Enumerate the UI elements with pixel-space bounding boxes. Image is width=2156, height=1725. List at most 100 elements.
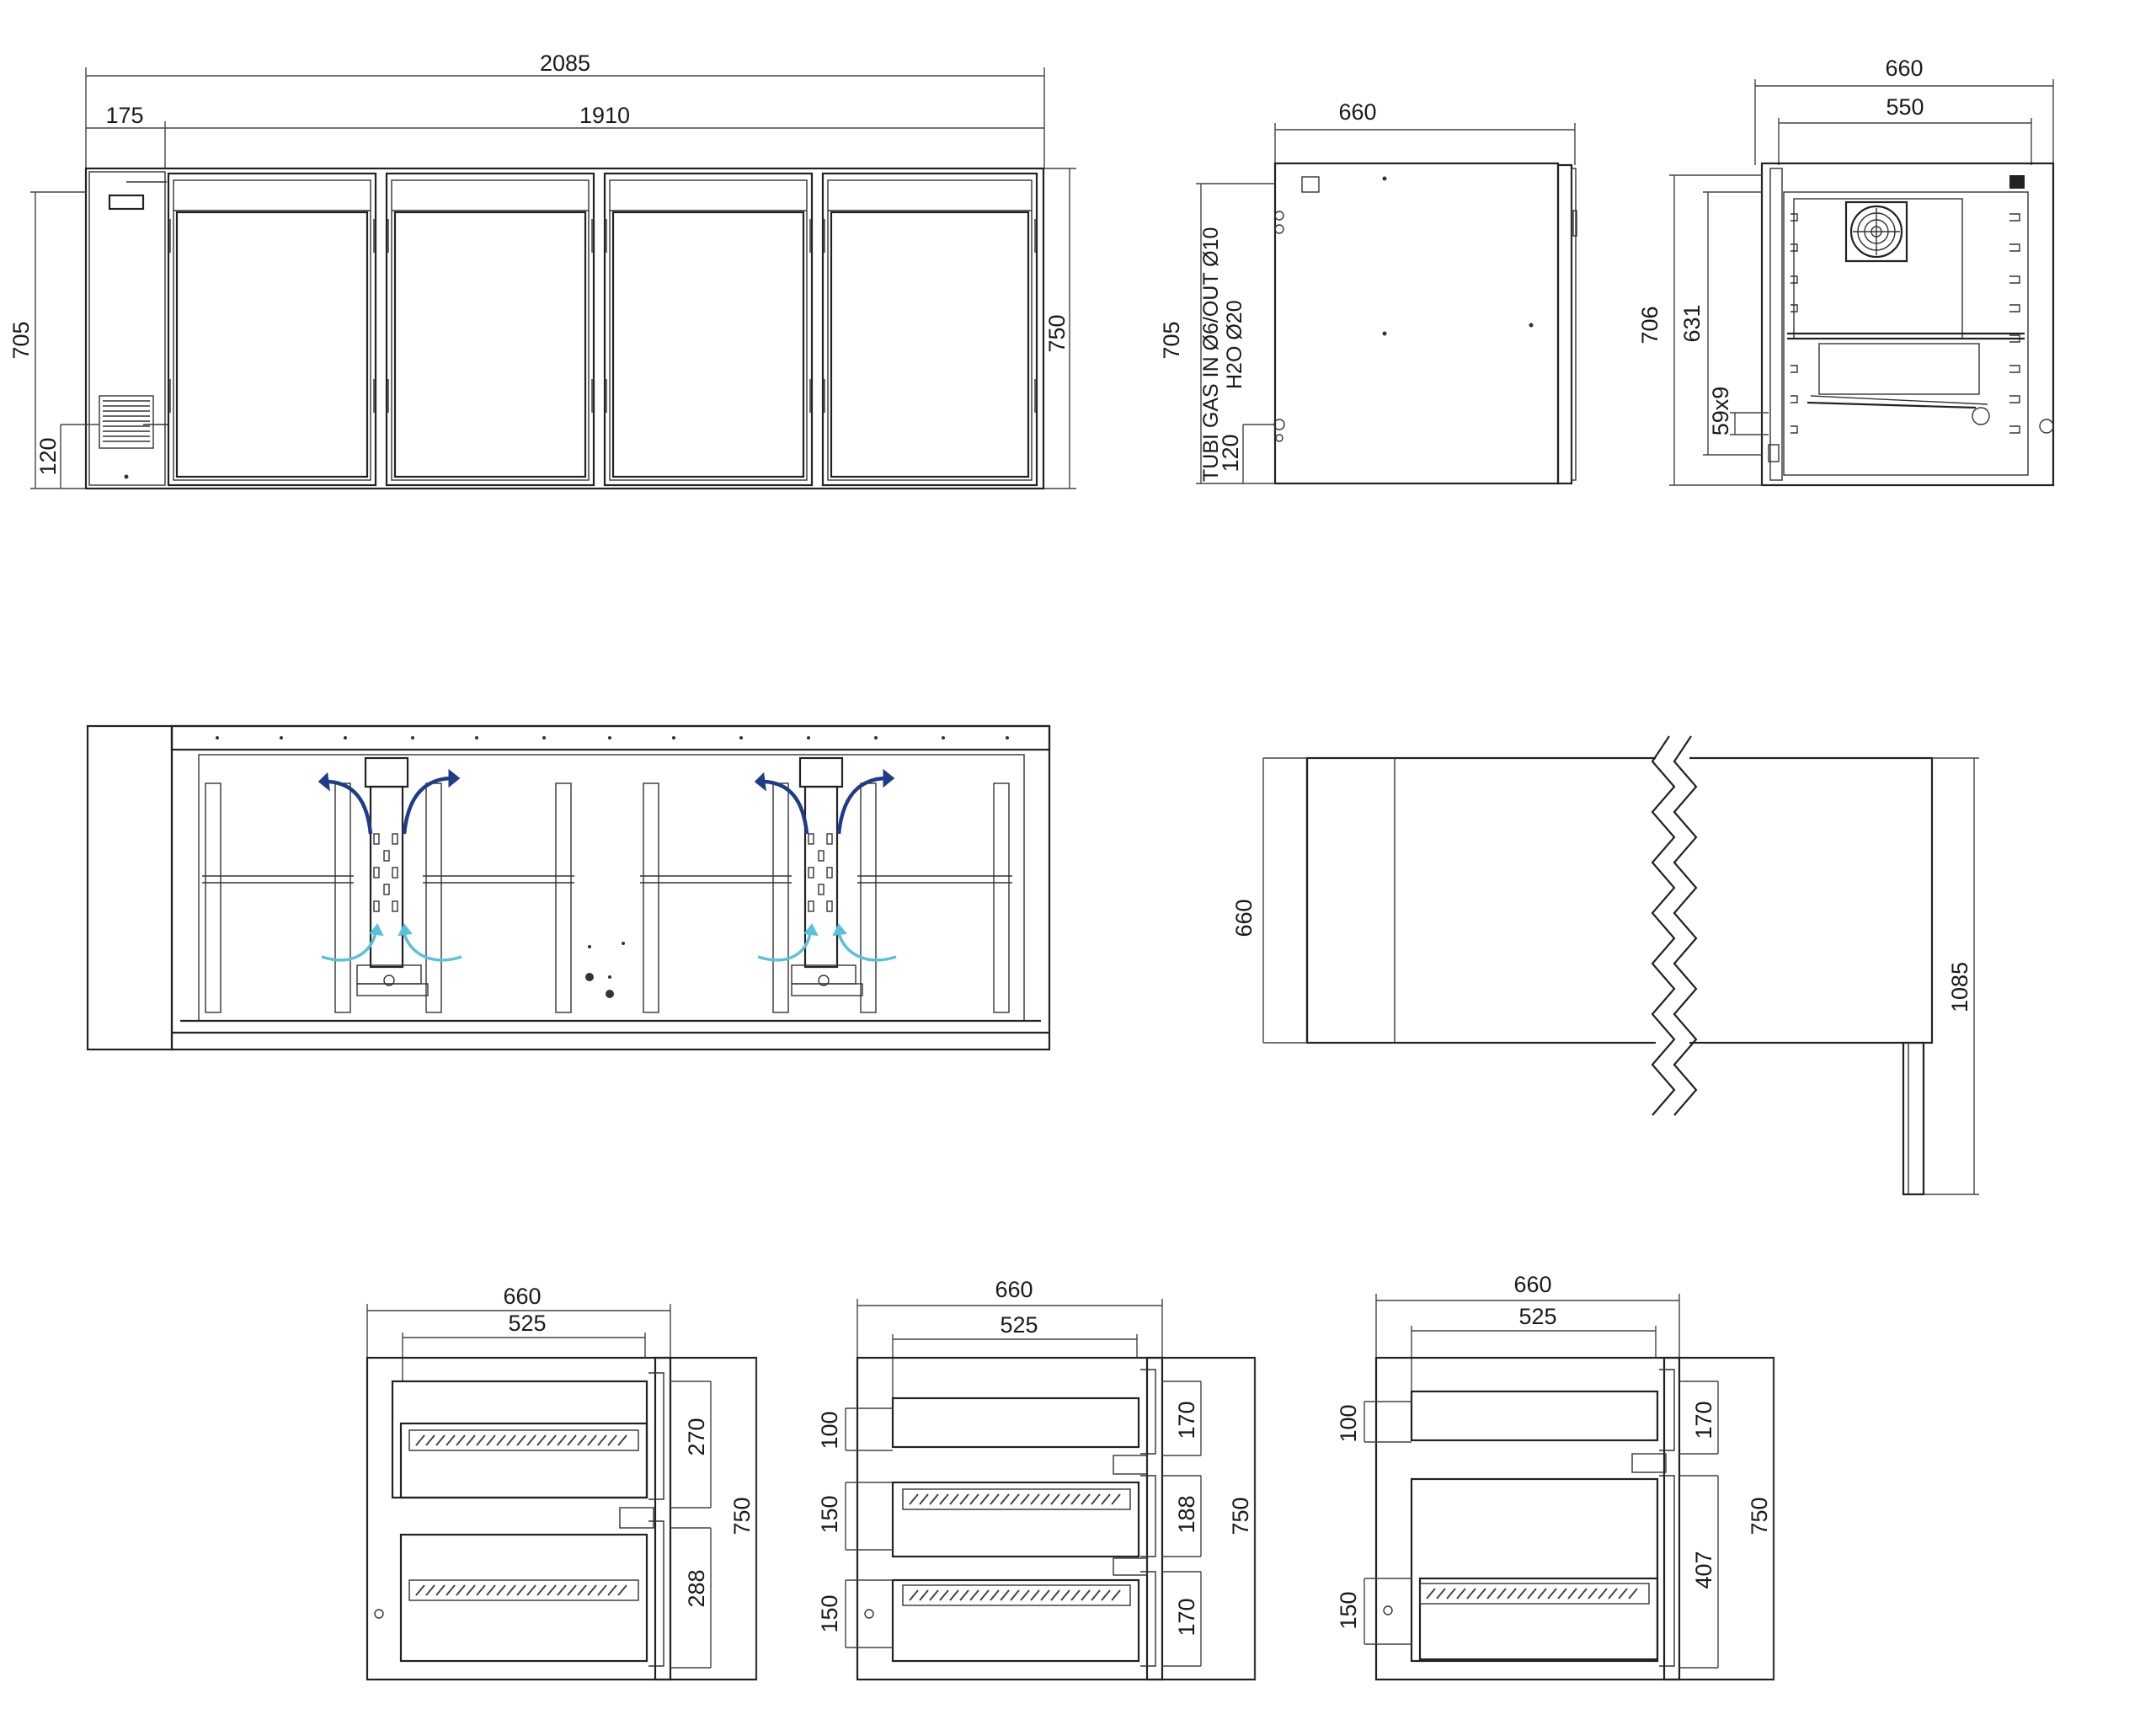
dim-section-depth: 660 xyxy=(1754,56,2054,165)
side-panel xyxy=(1273,162,1560,485)
dim-plan-length-label: 1085 xyxy=(1947,962,1972,1012)
dim-config2-width: 660 xyxy=(857,1277,1163,1358)
dim-section-depth-label: 660 xyxy=(1885,56,1923,81)
dim-conn-height-label: 120 xyxy=(1218,434,1243,472)
drawer-config-2: 660 525 100 xyxy=(817,1277,1257,1681)
config2-drawer-top xyxy=(891,1397,1140,1449)
top-rivets xyxy=(216,736,1009,998)
dim-config2-left-3: 150 xyxy=(817,1579,893,1648)
dim-config3-left-2-label: 150 xyxy=(1336,1591,1361,1629)
dim-config3-side-1-label: 170 xyxy=(1691,1401,1716,1439)
side-door-edge xyxy=(1556,163,1573,485)
evaporator-fan xyxy=(1844,200,1908,263)
dim-vent-height-label: 120 xyxy=(35,437,61,475)
side-label-plate xyxy=(1301,176,1320,193)
dim-compressor-width: 175 xyxy=(86,103,166,168)
dim-config2-side-1-label: 170 xyxy=(1174,1401,1199,1439)
dim-config2-side-2: 188 xyxy=(1162,1475,1202,1557)
dim-side-depth-label: 660 xyxy=(1338,99,1376,125)
dim-total-width-label: 2085 xyxy=(540,51,590,76)
dim-config2-side-3: 170 xyxy=(1162,1571,1202,1667)
dim-rail: 59x9 xyxy=(1708,387,1769,436)
shelf-lower xyxy=(1806,401,1977,409)
dim-height-total-label: 750 xyxy=(1044,314,1070,352)
door-2 xyxy=(385,172,595,487)
dim-plan-length: 1085 xyxy=(1924,757,1979,1195)
door-hinges xyxy=(169,219,1036,413)
dim-side-depth: 660 xyxy=(1274,99,1576,165)
dim-config1-height-label: 750 xyxy=(729,1497,755,1535)
dim-section-height: 706 xyxy=(1637,174,1762,486)
config3-vent-bottom xyxy=(1419,1583,1650,1605)
dim-section-height-label: 706 xyxy=(1637,306,1662,344)
plan-view: 660 1085 xyxy=(1231,735,1979,1196)
dim-config3-height: 750 xyxy=(1747,1358,1774,1680)
dim-plan-depth-label: 660 xyxy=(1231,899,1257,937)
config3-drawer-bottom xyxy=(1410,1477,1659,1663)
config1-vent-top xyxy=(408,1429,639,1451)
dim-config1-width: 660 xyxy=(366,1284,671,1358)
dim-config2-side-1: 170 xyxy=(1162,1381,1202,1456)
side-view: 660 705 120 TUBI GAS IN Ø6/OUT Ø10 H2O Ø… xyxy=(1159,99,1577,485)
top-shelf-rails xyxy=(202,782,1012,1013)
dim-config1-width-label: 660 xyxy=(503,1284,541,1309)
dim-section-inner: 550 xyxy=(1778,94,2032,165)
fan-unit-1 xyxy=(356,756,429,996)
dim-config2-side-3-label: 170 xyxy=(1174,1598,1199,1636)
dim-config2-left-3-label: 150 xyxy=(817,1594,842,1632)
dim-side-height: 705 xyxy=(1159,183,1275,484)
dim-config2-height: 750 xyxy=(1228,1358,1256,1680)
dim-config1-inner: 525 xyxy=(402,1311,646,1381)
section-view: 660 550 xyxy=(1637,56,2055,487)
dim-config1-side-1-label: 270 xyxy=(684,1418,709,1455)
dim-config2-left-1-label: 100 xyxy=(817,1411,842,1449)
config2-drawer-middle xyxy=(891,1481,1140,1558)
dim-height-body: 705 xyxy=(8,191,86,489)
top-interior xyxy=(198,754,1025,1022)
dim-height-body-label: 705 xyxy=(8,321,34,359)
cabinet-body xyxy=(84,167,1045,490)
dim-section-inner-label: 550 xyxy=(1886,94,1924,120)
dim-config3-left-1: 100 xyxy=(1336,1401,1412,1443)
dim-side-height-label: 705 xyxy=(1159,321,1184,359)
dim-doors-width-label: 1910 xyxy=(579,103,630,128)
break-line-left xyxy=(1651,735,1676,1116)
dim-config3-left-2: 150 xyxy=(1336,1578,1412,1645)
thermostat-display xyxy=(108,194,145,211)
dim-config3-width: 660 xyxy=(1375,1272,1680,1358)
control-unit xyxy=(2009,175,2025,189)
dim-config2-inner-label: 525 xyxy=(1000,1312,1038,1338)
section-inner-liner xyxy=(1783,191,2029,476)
note-gas-pipes: TUBI GAS IN Ø6/OUT Ø10 xyxy=(1199,227,1223,482)
drawer-config-1: 660 525 270 xyxy=(366,1284,758,1681)
plan-body xyxy=(1305,756,1934,1044)
dim-rail-label: 59x9 xyxy=(1708,387,1733,436)
dim-config3-height-label: 750 xyxy=(1747,1497,1772,1535)
config1-vent-bottom xyxy=(408,1579,639,1601)
top-body xyxy=(170,724,1051,1051)
dim-config1-height: 750 xyxy=(729,1358,757,1680)
config2-vent-bottom xyxy=(902,1584,1131,1606)
dim-config3-inner-label: 525 xyxy=(1518,1304,1556,1329)
dim-config2-width-label: 660 xyxy=(995,1277,1033,1302)
dim-conn-height: 120 xyxy=(1218,424,1275,483)
dim-config1-side-2-label: 288 xyxy=(684,1569,709,1607)
break-line-right xyxy=(1673,735,1698,1116)
note-water-pipe: H2O Ø20 xyxy=(1223,300,1246,389)
config1-housing xyxy=(366,1356,758,1681)
dim-compressor-width-label: 175 xyxy=(105,103,143,128)
config3-drawer-top xyxy=(1410,1390,1659,1442)
dim-config1-side-1: 270 xyxy=(670,1381,712,1509)
dim-section-inner-height-label: 631 xyxy=(1679,304,1705,342)
dim-config3-left-1-label: 100 xyxy=(1336,1404,1361,1442)
dim-config2-side-2-label: 188 xyxy=(1174,1495,1199,1533)
compressor-panel xyxy=(88,171,166,486)
dim-total-width: 2085 xyxy=(85,51,1045,168)
dim-config1-side-2: 288 xyxy=(670,1527,712,1669)
dim-config3-side-1: 170 xyxy=(1679,1381,1719,1455)
airflow-out-arrows xyxy=(318,768,895,835)
dim-plan-depth: 660 xyxy=(1231,757,1307,1044)
shelf-rail-clips xyxy=(1790,213,2020,434)
front-view: 2085 175 1910 xyxy=(8,51,1076,490)
